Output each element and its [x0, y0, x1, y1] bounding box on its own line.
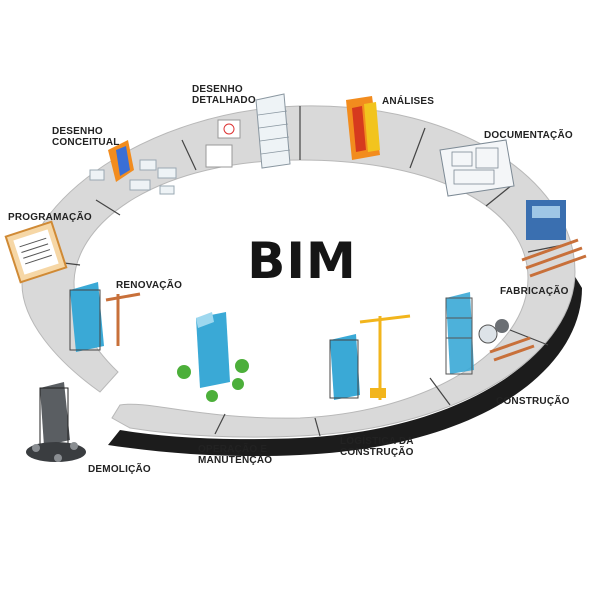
- label-renovacao: RENOVAÇÃO: [116, 280, 182, 291]
- label-logistica: LOGÍSTICA DA CONSTRUÇÃO: [340, 436, 414, 458]
- logistics-crane-icon: [329, 314, 411, 400]
- programacao-clipboard-icon: [4, 220, 68, 284]
- label-line: DESENHO: [52, 126, 103, 137]
- operation-building-icon: [177, 312, 249, 402]
- label-fabricacao: FABRICAÇÃO: [500, 286, 569, 297]
- label-desenho-conceitual: DESENHO CONCEITUAL: [52, 126, 120, 148]
- label-line: CONSTRUÇÃO: [496, 396, 570, 407]
- construction-frame-icon: [445, 292, 535, 375]
- ring-top: [21, 105, 576, 438]
- label-demolicao: DEMOLIÇÃO: [88, 464, 151, 475]
- label-line: DOCUMENTAÇÃO: [484, 130, 573, 141]
- label-line: RENOVAÇÃO: [116, 280, 183, 291]
- center-title: BIM: [247, 232, 357, 290]
- label-programacao: PROGRAMAÇÃO: [8, 212, 92, 223]
- label-line: MANUTENÇÃO: [198, 455, 273, 466]
- fabrication-machine-icon: [521, 200, 587, 278]
- demolition-rubble-icon: [26, 382, 86, 462]
- label-documentacao: DOCUMENTAÇÃO: [484, 130, 573, 141]
- label-operacao: OPERAÇÃO E MANUTENÇÃO: [198, 444, 272, 466]
- label-line: CONCEITUAL: [52, 137, 120, 148]
- detailed-building-icon: [205, 93, 291, 169]
- label-line: FABRICAÇÃO: [500, 286, 569, 297]
- label-construcao: CONSTRUÇÃO: [496, 396, 570, 407]
- label-line: OPERAÇÃO E: [198, 444, 268, 455]
- label-line: LOGÍSTICA DA: [340, 436, 414, 447]
- label-line: DETALHADO: [192, 95, 256, 106]
- label-line: CONSTRUÇÃO: [340, 447, 414, 458]
- label-line: PROGRAMAÇÃO: [8, 212, 92, 223]
- label-analises: ANÁLISES: [382, 96, 434, 107]
- documentation-plan-icon: [439, 139, 515, 197]
- label-line: DESENHO: [192, 84, 243, 95]
- renovation-building-icon: [69, 282, 141, 352]
- conceptual-model-icon: [89, 140, 177, 195]
- label-line: DEMOLIÇÃO: [88, 464, 151, 475]
- label-line: ANÁLISES: [382, 96, 435, 107]
- analysis-building-icon: [346, 96, 380, 160]
- label-desenho-detalhado: DESENHO DETALHADO: [192, 84, 256, 106]
